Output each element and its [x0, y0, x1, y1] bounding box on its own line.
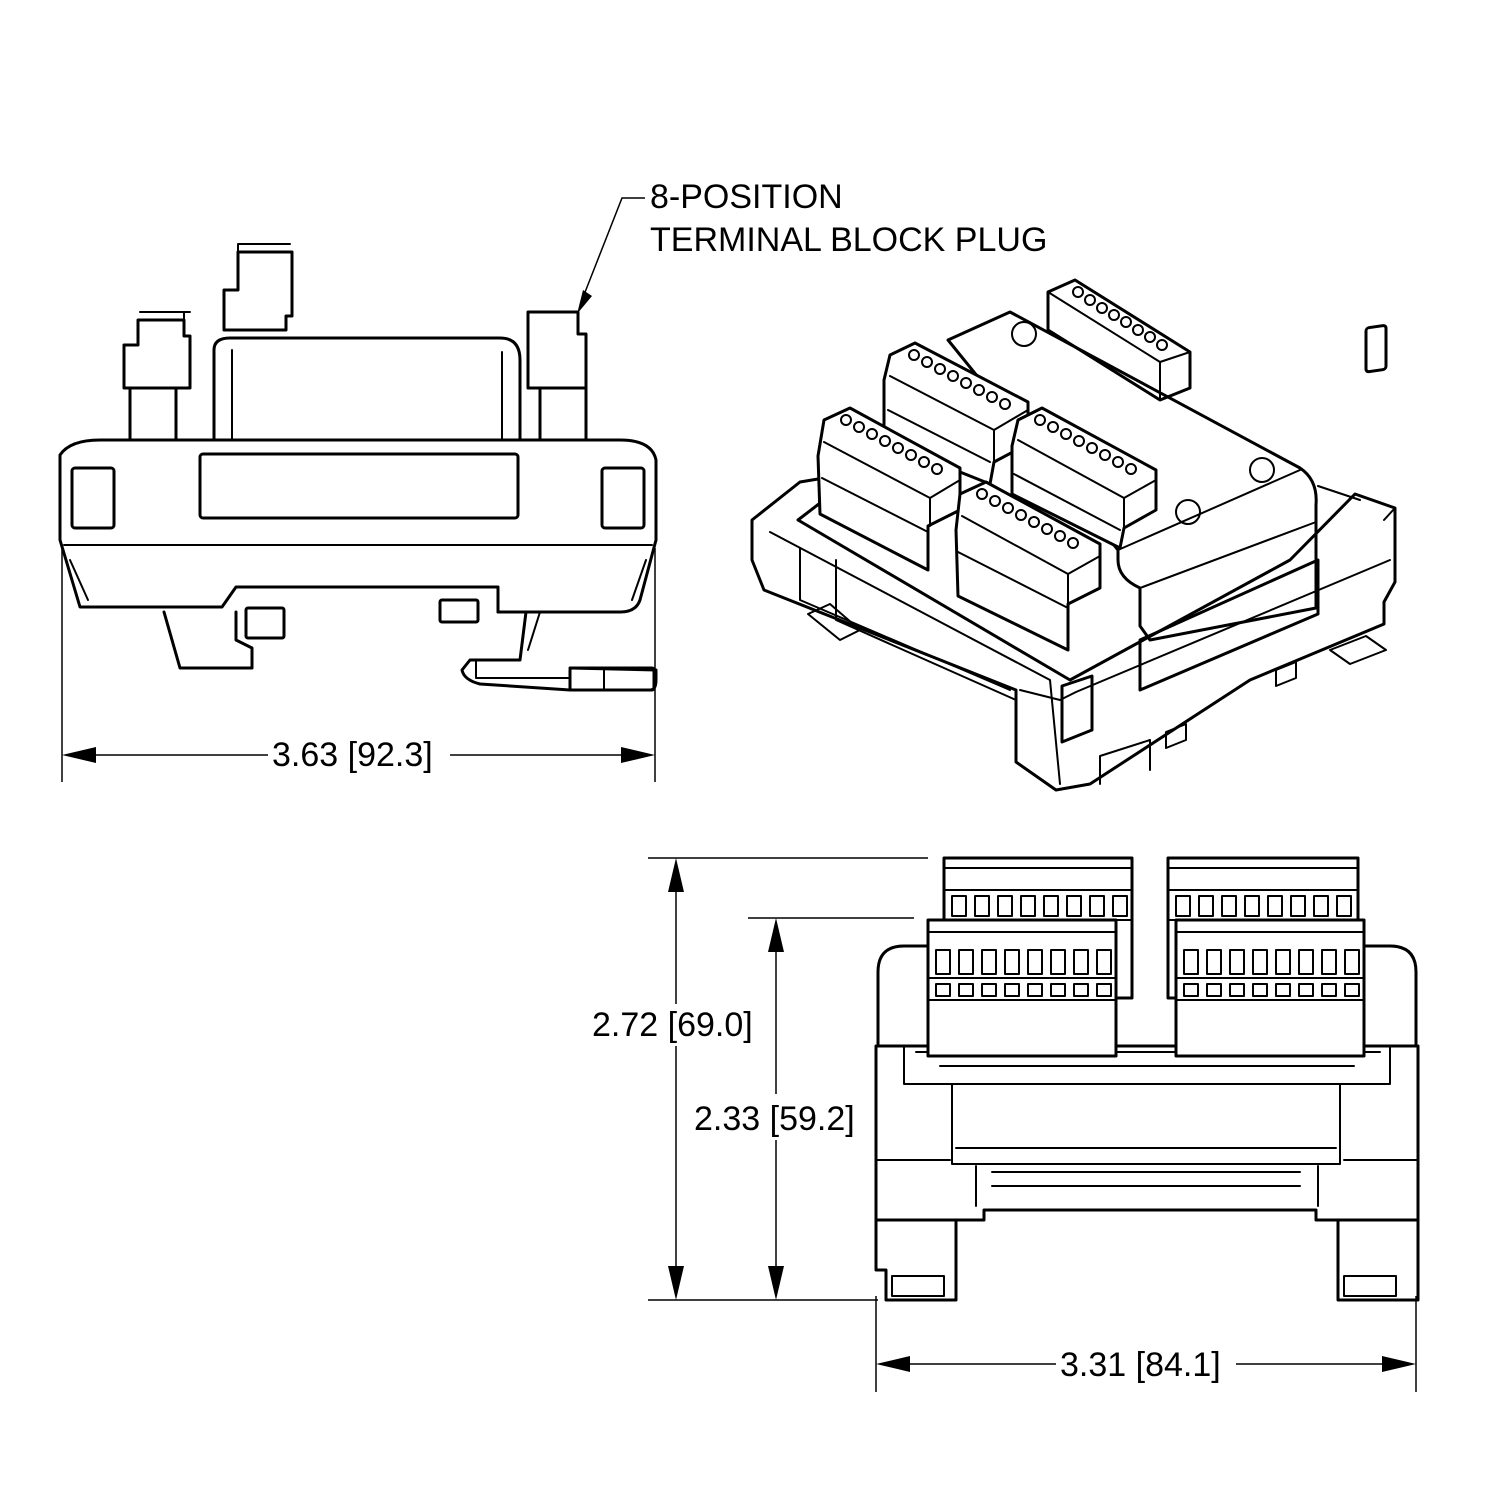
side-view-base — [874, 1044, 1420, 1222]
callout-leader — [577, 197, 645, 314]
isometric-view — [750, 278, 1397, 792]
isometric-view-plug-d — [954, 480, 1102, 652]
side-width-dimension — [875, 1296, 1417, 1392]
side-height-total-dimension — [648, 857, 928, 1301]
callout-line-2: TERMINAL BLOCK PLUG — [650, 221, 1048, 259]
side-view-front-plug-right — [1174, 918, 1366, 1058]
callout-line-1: 8-POSITION — [650, 178, 843, 216]
side-view-front-plug-left — [926, 918, 1118, 1058]
side-width-label: 3.31 [84.1] — [1056, 1348, 1225, 1382]
front-view-cover — [212, 336, 522, 442]
front-view-label-window — [198, 452, 520, 520]
side-height-body-label: 2.33 [59.2] — [690, 1102, 859, 1136]
isometric-view-cover — [946, 310, 1318, 642]
front-view-plug-right — [526, 310, 588, 442]
isometric-view-plug-b — [816, 406, 962, 572]
side-height-total-label: 2.72 [69.0] — [588, 1008, 757, 1042]
front-view-base — [58, 438, 658, 614]
callout-label: 8-POSITION TERMINAL BLOCK PLUG — [650, 176, 1047, 262]
side-height-body-dimension — [748, 917, 914, 1300]
front-width-dimension — [61, 548, 656, 782]
front-view-plug-center — [222, 243, 294, 332]
isometric-view-plug-c — [1010, 406, 1158, 550]
front-view — [58, 243, 658, 692]
front-width-label: 3.63 [92.3] — [268, 738, 437, 772]
side-view-cover — [876, 944, 1418, 1048]
side-view — [874, 856, 1420, 1302]
front-view-plug-left — [122, 311, 192, 442]
